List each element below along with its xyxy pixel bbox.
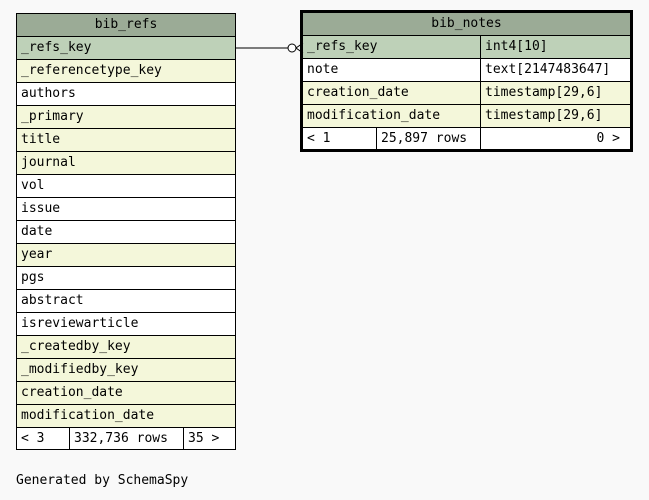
column-name: abstract [21, 293, 84, 308]
table-row[interactable]: isreviewarticle [17, 313, 235, 336]
table-title[interactable]: bib_refs [17, 14, 235, 37]
column-type: timestamp[29,6] [485, 85, 603, 100]
table-row[interactable]: _referencetype_key [17, 60, 235, 83]
column-list: _refs_key int4[10] note text[2147483647] cre… [303, 36, 630, 128]
table-title[interactable]: bib_notes [303, 13, 630, 36]
child-count[interactable]: 35 > [188, 431, 220, 446]
column-name: authors [21, 86, 76, 101]
table-row[interactable]: _createdby_key [17, 336, 235, 359]
column-name: pgs [21, 270, 45, 285]
table-row[interactable]: pgs [17, 267, 235, 290]
column-name: isreviewarticle [21, 316, 139, 331]
table-footer: < 3 332,736 rows 35 > [17, 428, 235, 449]
table-row[interactable]: year [17, 244, 235, 267]
column-name: vol [21, 178, 45, 193]
table-row[interactable]: _refs_key int4[10] [303, 36, 630, 59]
table-row[interactable]: _modifiedby_key [17, 359, 235, 382]
table-row[interactable]: date [17, 221, 235, 244]
column-name: _modifiedby_key [21, 362, 139, 377]
column-name: date [21, 224, 53, 239]
column-type: text[2147483647] [485, 62, 611, 77]
column-name: note [303, 59, 481, 81]
table-row[interactable]: authors [17, 83, 235, 106]
row-count: 332,736 rows [70, 428, 184, 449]
parent-count[interactable]: < 3 [17, 428, 70, 449]
child-count[interactable]: 0 > [596, 131, 620, 146]
table-row[interactable]: creation_date timestamp[29,6] [303, 82, 630, 105]
table-row[interactable]: note text[2147483647] [303, 59, 630, 82]
table-row[interactable]: modification_date [17, 405, 235, 428]
column-name: creation_date [303, 82, 481, 104]
column-name: creation_date [21, 385, 123, 400]
table-row[interactable]: journal [17, 152, 235, 175]
column-name: _refs_key [21, 40, 92, 55]
column-name: _createdby_key [21, 339, 131, 354]
generated-by-credit: Generated by SchemaSpy [16, 473, 189, 488]
column-name: journal [21, 155, 76, 170]
table-row[interactable]: _primary [17, 106, 235, 129]
column-name: _refs_key [303, 36, 481, 58]
column-type: int4[10] [485, 39, 548, 54]
zero-cardinality-marker [287, 43, 297, 53]
column-name: _referencetype_key [21, 63, 162, 78]
row-count: 25,897 rows [377, 128, 481, 149]
column-name: issue [21, 201, 61, 216]
table-row[interactable]: abstract [17, 290, 235, 313]
table-footer: < 1 25,897 rows 0 > [303, 128, 630, 149]
table-row[interactable]: vol [17, 175, 235, 198]
column-type: timestamp[29,6] [485, 108, 603, 123]
table-row[interactable]: creation_date [17, 382, 235, 405]
column-name: modification_date [303, 105, 481, 127]
table-bib-notes[interactable]: bib_notes _refs_key int4[10] note text[2147… [300, 10, 633, 152]
table-row[interactable]: issue [17, 198, 235, 221]
parent-count[interactable]: < 1 [303, 128, 377, 149]
table-row[interactable]: _refs_key [17, 37, 235, 60]
table-row[interactable]: title [17, 129, 235, 152]
column-name: modification_date [21, 408, 155, 423]
column-name: year [21, 247, 53, 262]
table-row[interactable]: modification_date timestamp[29,6] [303, 105, 630, 128]
column-name: title [21, 132, 61, 147]
column-name: _primary [21, 109, 84, 124]
